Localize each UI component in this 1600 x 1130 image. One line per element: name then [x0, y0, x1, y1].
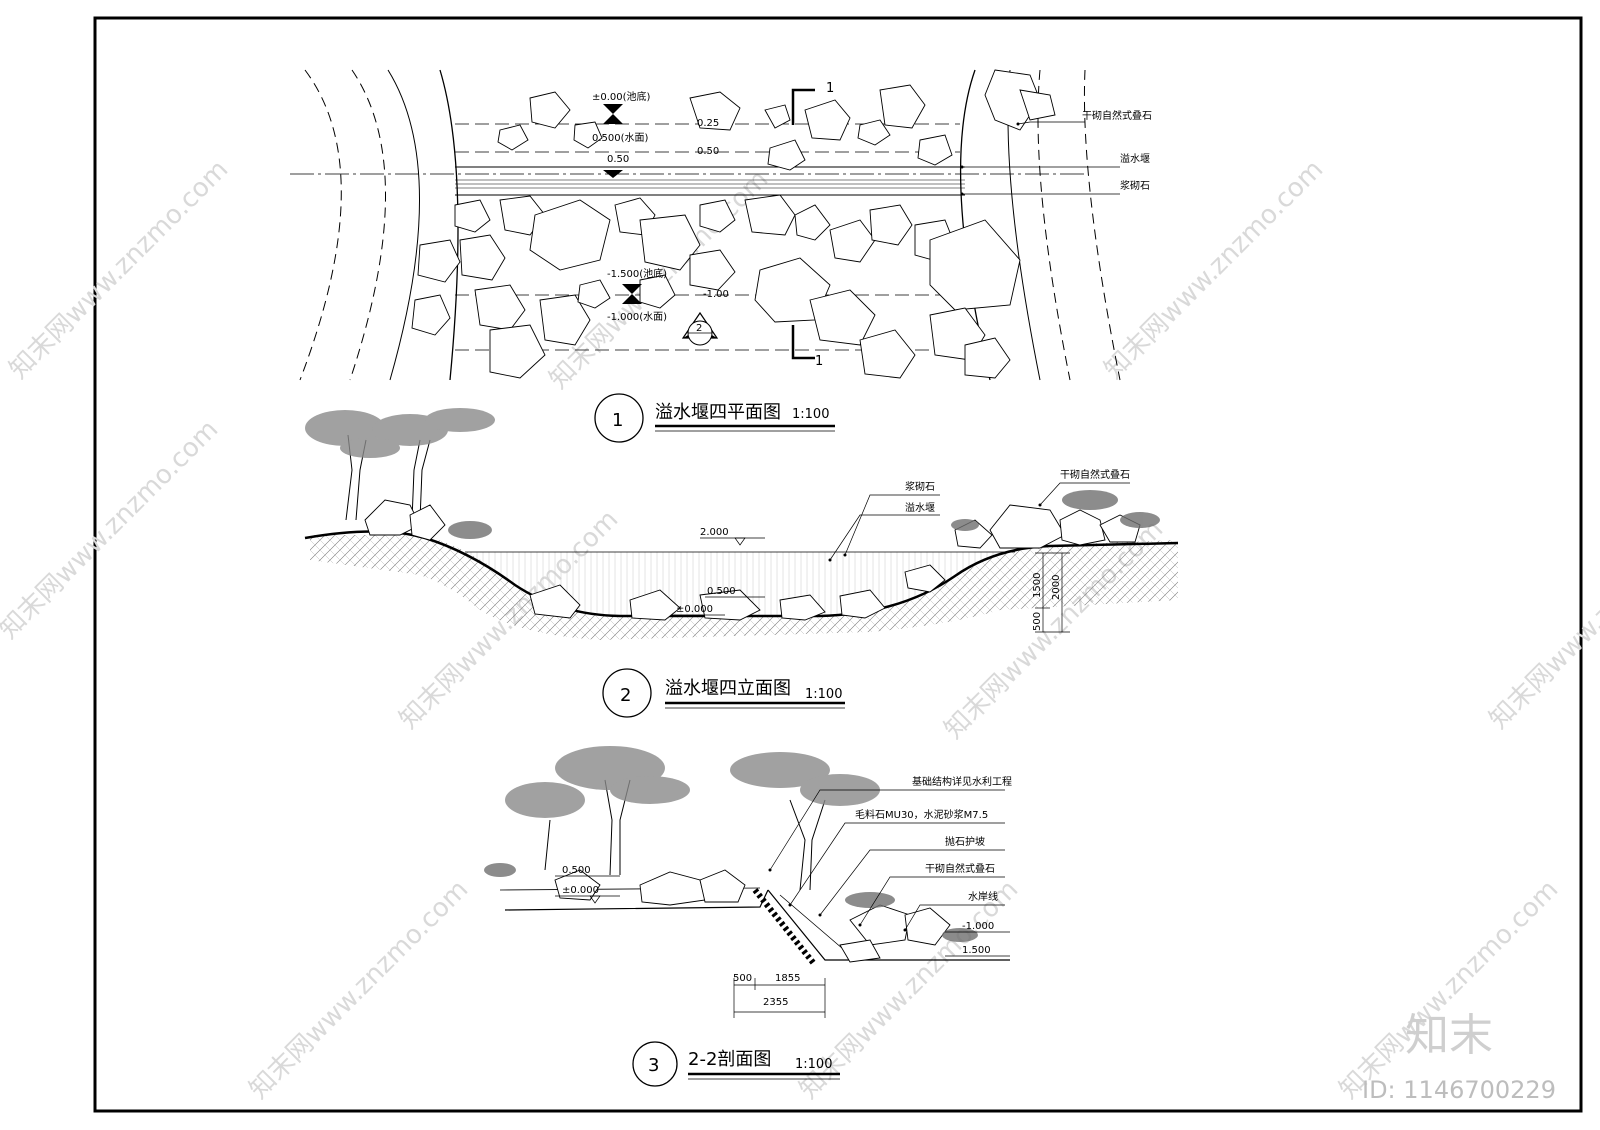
- plan-scale: 1:100: [792, 407, 829, 422]
- section-label-rubble: 毛料石MU30，水泥砂浆M7.5: [855, 808, 988, 821]
- section-elev-0000: ±0.000: [562, 885, 599, 896]
- plan-label-stack-stone: 干砌自然式叠石: [1082, 109, 1152, 122]
- watermark-text: 知末网www.znzmo.com: [0, 414, 224, 645]
- elev-label-stack-stone: 干砌自然式叠石: [1060, 468, 1130, 481]
- section-elev-0500: 0.500: [562, 865, 591, 876]
- elev-dim-2000: 2000: [1051, 575, 1062, 600]
- plan-contour-050: 0.50: [697, 146, 719, 157]
- plan-label-masonry: 浆砌石: [1120, 179, 1150, 192]
- elev-dim-1500: 1500: [1032, 573, 1043, 598]
- plan-elev-bot-water: -1.000(水面): [607, 311, 667, 323]
- plan-title: 溢水堰四平面图: [655, 402, 781, 423]
- section-label-stack-stone: 干砌自然式叠石: [925, 862, 995, 875]
- brand-watermark: 知末: [1405, 1010, 1493, 1061]
- elev-scale: 1:100: [805, 687, 842, 702]
- plan-elev-bot-bottom: -1.500(池底): [607, 267, 667, 280]
- sheet-border: [93, 16, 1583, 1113]
- plan-contour-025: 0.25: [697, 118, 719, 129]
- elevation-view: 浆砌石 溢水堰 干砌自然式叠石 2.000 0.500 ±0.000 1500 …: [304, 408, 1179, 718]
- elev-0500: 0.500: [707, 586, 736, 597]
- section-label-waterline: 水岸线: [968, 890, 998, 903]
- elev-title: 溢水堰四立面图: [665, 678, 791, 699]
- section-dim-500: 500: [733, 973, 752, 984]
- elev-label-weir: 溢水堰: [905, 501, 935, 514]
- section-dim-2355: 2355: [763, 997, 788, 1008]
- section-label-riprap: 抛石护坡: [945, 835, 985, 848]
- watermark-text: 知末网www.znzmo.com: [1484, 504, 1600, 735]
- plan-section-mark-bottom: 1: [815, 354, 823, 369]
- elev-dim-500: 500: [1032, 612, 1043, 631]
- section-elev-m1500: 1.500: [962, 945, 991, 956]
- section-title: 2-2剖面图: [688, 1049, 771, 1070]
- section-elev-m1000: -1.000: [962, 921, 994, 932]
- elev-2000: 2.000: [700, 527, 729, 538]
- section-dim-1855: 1855: [775, 973, 800, 984]
- plan-detail-ref: 2: [696, 323, 702, 334]
- elev-label-masonry: 浆砌石: [905, 480, 935, 493]
- plan-elev-top-water-short: 0.50: [607, 154, 629, 165]
- section-view: 0.500 ±0.000 -1.000 1.500 基础结构详见水利工程 毛料石…: [484, 746, 1012, 1087]
- plan-label-weir: 溢水堰: [1120, 152, 1150, 165]
- elev-title-number: 2: [620, 685, 631, 706]
- plan-title-number: 1: [612, 410, 623, 431]
- watermark-text: 知末网www.znzmo.com: [1334, 874, 1565, 1105]
- id-watermark: ID: 1146700229: [1362, 1076, 1556, 1104]
- elev-0000: ±0.000: [676, 604, 713, 615]
- section-title-number: 3: [648, 1055, 659, 1076]
- section-scale: 1:100: [795, 1057, 832, 1072]
- plan-contour-100: -1.00: [703, 289, 729, 300]
- section-label-foundation: 基础结构详见水利工程: [912, 775, 1012, 788]
- plan-elev-top-bottom: ±0.00(池底): [592, 90, 651, 103]
- watermark-text: 知末网www.znzmo.com: [244, 874, 475, 1105]
- plan-elev-top-water: 0.500(水面): [592, 132, 649, 144]
- plan-view: ±0.00(池底) 0.500(水面) 0.50 -1.500(池底) -1.0…: [290, 69, 1152, 443]
- plan-section-mark-top: 1: [826, 81, 834, 96]
- plan-elevation-markers: [603, 104, 642, 304]
- watermark-text: 知末网www.znzmo.com: [4, 154, 235, 385]
